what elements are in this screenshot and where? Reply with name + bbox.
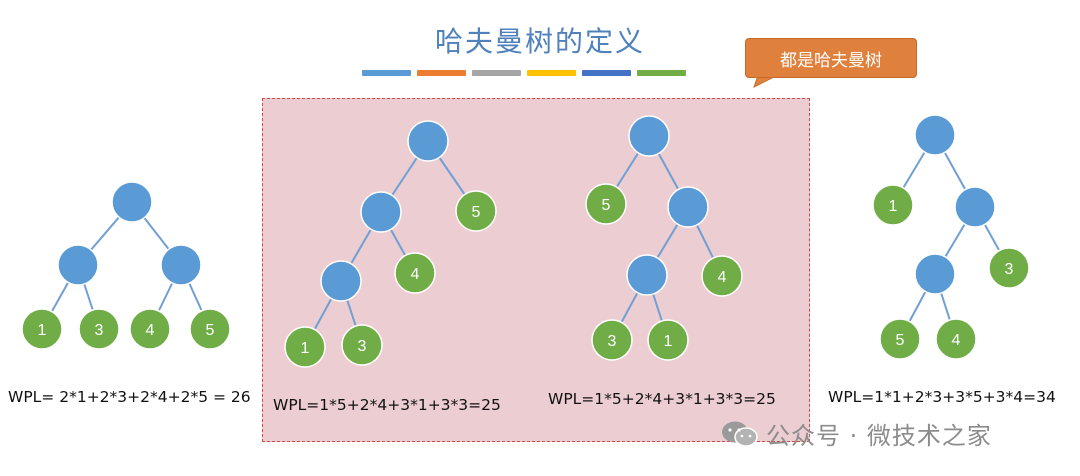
tree-3-leaf-node-7 (647, 319, 689, 361)
tree-1-internal-node-2 (57, 244, 99, 286)
tree-4-leaf-node-5 (988, 247, 1030, 289)
tree-1-leaf-node-4 (21, 308, 63, 350)
tree-2-leaf-node-6 (284, 326, 326, 368)
tree-3-leaf-node-5 (701, 255, 743, 297)
tree-2-internal-node-4 (320, 260, 362, 302)
tree-1-leaf-node-6 (129, 308, 171, 350)
wechat-icon (722, 421, 758, 447)
tree-3-leaf-label-4: 1 (664, 333, 673, 350)
swatch-4 (527, 70, 576, 76)
tree-4-leaf-label-4: 4 (952, 332, 961, 349)
tree-4-internal-node-1 (914, 114, 956, 156)
tree-3-leaf-label-1: 5 (602, 197, 611, 214)
wpl-tree-1: WPL= 2*1+2*3+2*4+2*5 = 26 (8, 388, 251, 406)
watermark-text: 公众号 · 微技术之家 (766, 422, 992, 450)
tree-4-leaf-label-3: 5 (896, 332, 905, 349)
tree-1-leaf-label-4: 5 (206, 322, 215, 339)
tree-3-internal-node-4 (626, 254, 668, 296)
tree-2-internal-node-2 (360, 191, 402, 233)
tree-3-internal-node-1 (628, 115, 670, 157)
tree-2-leaf-label-3: 1 (301, 340, 310, 357)
tree-2-leaf-node-7 (341, 324, 383, 366)
tree-1-leaf-label-1: 1 (38, 322, 47, 339)
tree-4: 1 3 5 4 (872, 114, 1030, 360)
tree-4-internal-node-3 (954, 186, 996, 228)
tree-3-internal-node-3 (667, 186, 709, 228)
tree-4-internal-node-4 (914, 253, 956, 295)
tree-1-leaf-label-2: 3 (95, 322, 104, 339)
tree-2-leaf-label-4: 3 (358, 338, 367, 355)
tree-1-leaf-label-3: 4 (146, 322, 155, 339)
tree-3-leaf-label-2: 4 (718, 269, 727, 286)
tree-4-leaf-node-7 (935, 318, 977, 360)
wpl-tree-2: WPL=1*5+2*4+3*1+3*3=25 (273, 396, 501, 414)
tree-1: 1 3 4 5 (21, 181, 231, 350)
wpl-tree-3: WPL=1*5+2*4+3*1+3*3=25 (548, 390, 776, 408)
tree-3-leaf-node-2 (585, 183, 627, 225)
color-swatch-bar (362, 70, 686, 76)
tree-4-leaf-label-1: 1 (889, 198, 898, 215)
tree-1-internal-node-1 (111, 181, 153, 223)
tree-2-leaf-label-2: 4 (411, 266, 420, 283)
swatch-1 (362, 70, 411, 76)
tree-4-leaf-label-2: 3 (1005, 261, 1014, 278)
watermark: 公众号 · 微技术之家 (720, 416, 992, 451)
tree-1-leaf-node-7 (189, 308, 231, 350)
tree-4-leaf-node-6 (879, 318, 921, 360)
tree-4-leaf-node-2 (872, 184, 914, 226)
swatch-2 (417, 70, 466, 76)
slide-title: 哈夫曼树的定义 (434, 25, 645, 58)
tree-2-internal-node-1 (407, 120, 449, 162)
tree-3-leaf-label-3: 3 (608, 333, 617, 350)
tree-3: 5 4 3 1 (585, 115, 743, 361)
swatch-5 (582, 70, 631, 76)
wpl-tree-4: WPL=1*1+2*3+3*5+3*4=34 (828, 388, 1056, 406)
tree-2: 5 4 1 3 (284, 120, 497, 368)
tree-2-leaf-node-3 (455, 190, 497, 232)
callout-all-huffman: 都是哈夫曼树 (745, 38, 917, 78)
tree-2-leaf-label-1: 5 (472, 204, 481, 221)
tree-3-leaf-node-6 (591, 319, 633, 361)
tree-1-leaf-node-5 (78, 308, 120, 350)
tree-1-internal-node-3 (160, 244, 202, 286)
tree-2-leaf-node-5 (394, 252, 436, 294)
swatch-6 (637, 70, 686, 76)
swatch-3 (472, 70, 521, 76)
